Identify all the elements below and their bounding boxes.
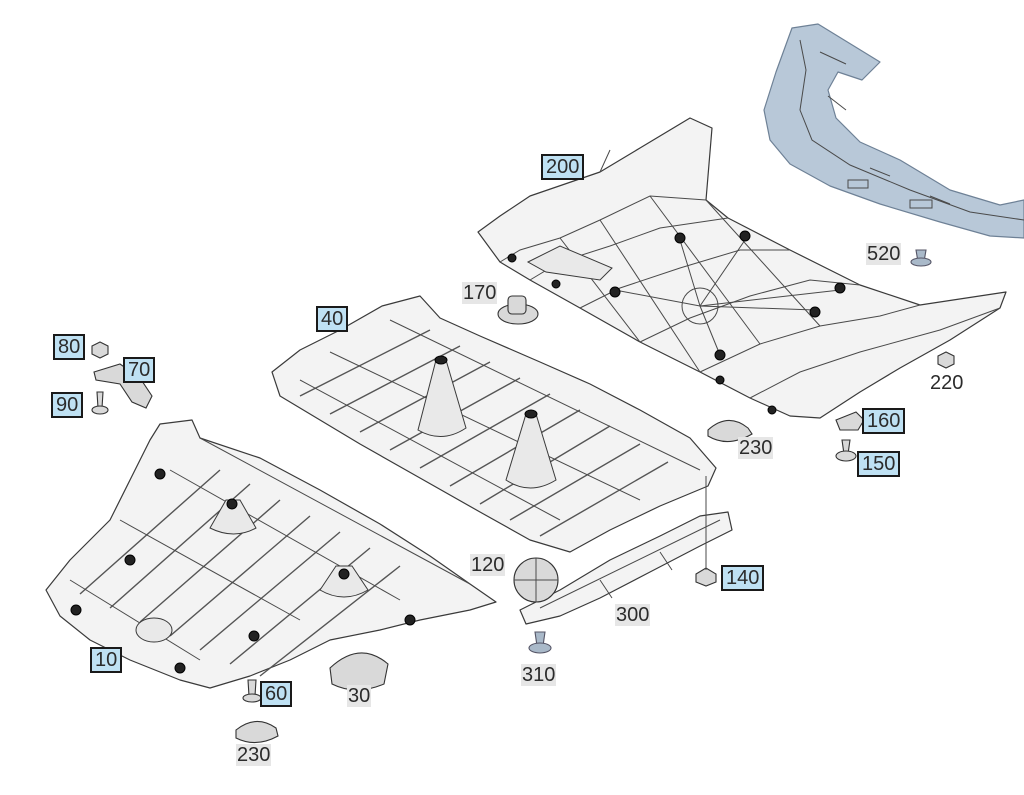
underbody-panel-40	[271, 295, 717, 553]
callout-300: 300	[615, 604, 651, 626]
side-rail-300	[519, 511, 733, 625]
callout-30: 30	[347, 685, 372, 707]
callout-160: 160	[862, 408, 906, 434]
callout-200: 200	[541, 154, 585, 180]
underbody-panel-200	[477, 117, 1007, 419]
callout-90: 90	[51, 392, 84, 418]
callout-520: 520	[866, 243, 902, 265]
callout-10: 10	[90, 647, 123, 673]
callout-230-upper: 230	[738, 437, 774, 459]
callout-80: 80	[53, 334, 86, 360]
callout-230-lower: 230	[236, 744, 272, 766]
callout-120: 120	[470, 554, 506, 576]
highlighted-bracket-part	[763, 23, 1024, 239]
callout-70: 70	[123, 357, 156, 383]
callout-220: 220	[930, 372, 964, 394]
callout-60: 60	[260, 681, 293, 707]
callout-150: 150	[857, 451, 901, 477]
callout-140: 140	[721, 565, 765, 591]
callout-170: 170	[462, 282, 498, 304]
underbody-panel-10	[45, 419, 497, 689]
hardware-parts	[91, 149, 955, 744]
callout-310: 310	[521, 664, 557, 686]
callout-40: 40	[316, 306, 349, 332]
